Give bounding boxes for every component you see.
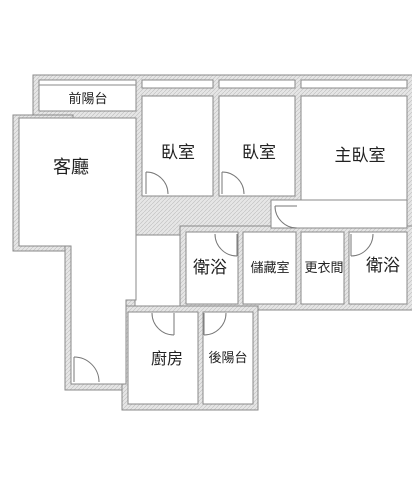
door-kitchen xyxy=(151,312,175,336)
label-bedroom-2: 臥室 xyxy=(242,143,276,163)
label-living-room: 客廳 xyxy=(53,157,89,178)
door-bathroom-2 xyxy=(350,233,374,257)
door-master-bedroom xyxy=(274,205,298,229)
top-strip-3 xyxy=(218,79,296,89)
storage-area xyxy=(242,231,297,305)
room-labels: 前陽台 客廳 臥室 臥室 主臥室 衛浴 儲藏室 更衣間 衛浴 廚房 後陽台 xyxy=(53,91,400,368)
door-bedroom-1 xyxy=(145,171,169,195)
bedroom-2-area xyxy=(218,95,296,197)
label-master-bedroom: 主臥室 xyxy=(335,146,386,166)
kitchen-area xyxy=(127,311,199,405)
front-balcony-area xyxy=(38,84,137,112)
closet-area xyxy=(300,231,345,305)
label-bathroom-1: 衛浴 xyxy=(193,258,227,278)
label-kitchen: 廚房 xyxy=(151,349,183,368)
label-storage: 儲藏室 xyxy=(250,260,289,276)
label-bathroom-2: 衛浴 xyxy=(366,256,400,276)
living-room-area xyxy=(18,117,137,385)
label-bedroom-1: 臥室 xyxy=(161,143,195,163)
top-strip-4 xyxy=(300,79,408,89)
bathroom-1-area xyxy=(185,231,239,305)
label-front-balcony: 前陽台 xyxy=(68,91,107,107)
corridor-area xyxy=(270,199,408,229)
back-balcony-area xyxy=(202,311,254,405)
door-bedroom-2 xyxy=(221,171,245,195)
master-bedroom-area xyxy=(300,95,408,207)
label-walk-in-closet: 更衣間 xyxy=(304,260,343,276)
doors xyxy=(73,171,374,383)
door-bathroom-1 xyxy=(214,233,238,257)
room-interiors xyxy=(18,79,408,405)
bathroom-2-area xyxy=(348,231,408,305)
label-back-balcony: 後陽台 xyxy=(208,351,247,366)
door-back-balcony xyxy=(203,312,227,336)
top-strip-2 xyxy=(141,79,214,89)
door-entrance xyxy=(73,356,100,383)
bedroom-1-area xyxy=(141,95,214,197)
